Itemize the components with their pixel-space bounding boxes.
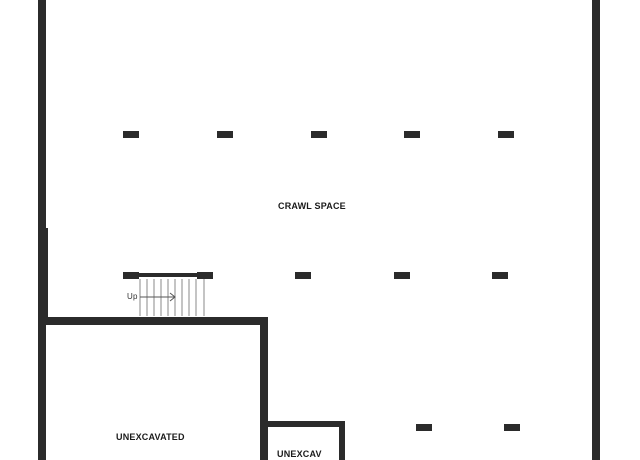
interior-walls: [44, 228, 345, 460]
post: [217, 131, 233, 138]
post: [504, 424, 520, 431]
west-wall: [38, 0, 46, 460]
stair-arrow-icon: [140, 292, 176, 302]
small-unexcav-east-wall: [339, 421, 345, 460]
stair-top-rail: [137, 273, 199, 277]
post: [492, 272, 508, 279]
east-wall: [592, 0, 600, 460]
stair-treads: [139, 279, 205, 316]
post: [498, 131, 514, 138]
post: [394, 272, 410, 279]
post: [295, 272, 311, 279]
stair-post-left: [123, 272, 139, 279]
post: [404, 131, 420, 138]
west-wall-notch: [44, 228, 48, 318]
exterior-walls: [38, 0, 600, 460]
stairs: [123, 272, 213, 316]
stair-post-right: [197, 272, 213, 279]
post: [416, 424, 432, 431]
unexcavated-east-wall: [260, 317, 268, 460]
post: [123, 131, 139, 138]
stair-direction-label: Up: [127, 292, 138, 301]
support-posts: [123, 131, 520, 431]
room-label-unexcavated: UNEXCAVATED: [116, 432, 185, 442]
room-label-crawl-space: CRAWL SPACE: [278, 201, 346, 211]
unexcavated-north-wall: [44, 317, 268, 325]
room-label-unexcav: UNEXCAV: [277, 449, 322, 459]
post: [311, 131, 327, 138]
small-unexcav-north-wall: [266, 421, 344, 427]
